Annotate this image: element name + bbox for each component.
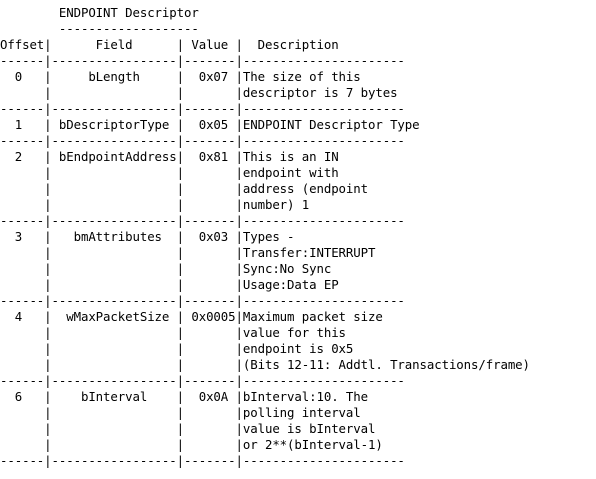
table-row-binterval: 6 | bInterval | 0x0A |bInterval:10. The: [0, 389, 368, 404]
table-row-continuation: | | |value for this: [0, 325, 346, 340]
table-row-continuation: | | |Sync:No Sync: [0, 261, 332, 276]
table-row-continuation: | | |Usage:Data EP: [0, 277, 339, 292]
table-separator: ------|-----------------|-------|-------…: [0, 53, 405, 68]
table-row-bendpointaddress: 2 | bEndpointAddress| 0x81 |This is an I…: [0, 149, 339, 164]
table-row-continuation: | | |address (endpoint: [0, 181, 368, 196]
table-row-blength: 0 | bLength | 0x07 |The size of this: [0, 69, 361, 84]
table-row-continuation: | | |descriptor is 7 bytes: [0, 85, 398, 100]
table-separator: ------|-----------------|-------|-------…: [0, 133, 405, 148]
table-row-continuation: | | |endpoint with: [0, 165, 339, 180]
table-separator: ------|-----------------|-------|-------…: [0, 213, 405, 228]
table-row-continuation: | | |or 2**(bInterval-1): [0, 437, 383, 452]
table-row-wmaxpacketsize: 4 | wMaxPacketSize | 0x0005|Maximum pack…: [0, 309, 383, 324]
table-row-continuation: | | |polling interval: [0, 405, 361, 420]
table-row-bmattributes: 3 | bmAttributes | 0x03 |Types -: [0, 229, 295, 244]
table-row-continuation: | | |number) 1: [0, 197, 310, 212]
table-header-row: Offset| Field | Value | Description: [0, 37, 339, 52]
table-row-continuation: | | |value is bInterval: [0, 421, 376, 436]
table-row-continuation: | | |Transfer:INTERRUPT: [0, 245, 376, 260]
table-separator: ------|-----------------|-------|-------…: [0, 373, 405, 388]
descriptor-title: ENDPOINT Descriptor: [0, 5, 199, 20]
table-row-bdescriptortype: 1 | bDescriptorType | 0x05 |ENDPOINT Des…: [0, 117, 420, 132]
table-separator: ------|-----------------|-------|-------…: [0, 293, 405, 308]
table-row-continuation: | | |endpoint is 0x5: [0, 341, 354, 356]
table-row-continuation: | | |(Bits 12-11: Addtl. Transactions/fr…: [0, 357, 530, 372]
table-separator: ------|-----------------|-------|-------…: [0, 101, 405, 116]
title-underline: -------------------: [0, 21, 199, 36]
table-separator: ------|-----------------|-------|-------…: [0, 453, 405, 468]
